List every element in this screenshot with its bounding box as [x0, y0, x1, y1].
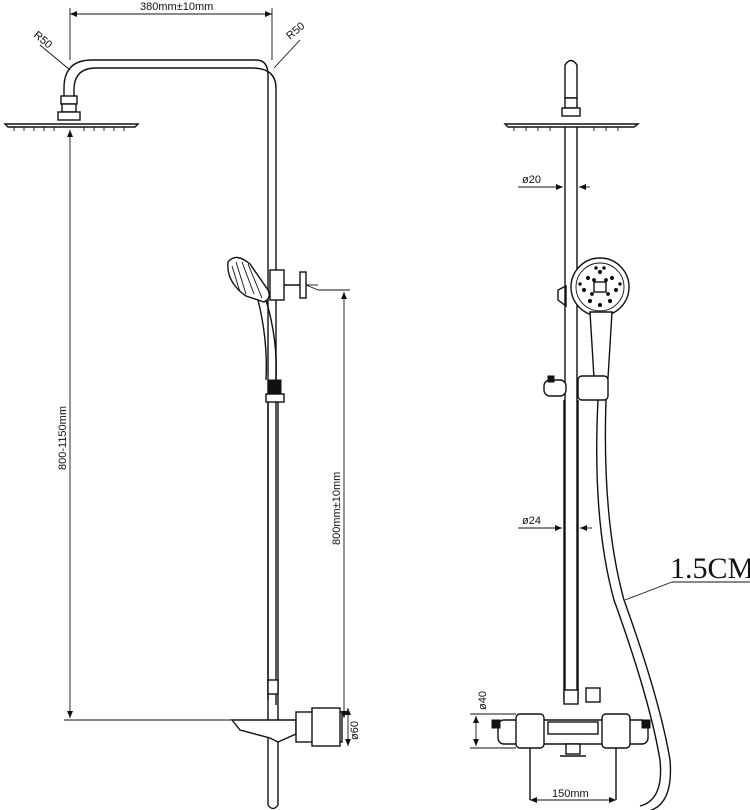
tub-spout [230, 719, 297, 743]
shower-hose [596, 399, 662, 807]
mixer-depth-label: ø60 [349, 721, 361, 740]
bar-height-label: 800mm±10mm [331, 472, 343, 545]
bend-radius-right-label: R50 [284, 20, 307, 42]
mixer-height-label: ø40 [477, 691, 489, 710]
hand-shower-handle [589, 311, 613, 379]
rain-shower-head-side [3, 123, 140, 128]
hose-length-label: 1.5CM [670, 552, 750, 585]
top-pipe [564, 59, 578, 99]
hose-connector [268, 379, 282, 395]
front-view: ø20 ø24 1.5CM [470, 59, 750, 810]
side-view: 380mm±10mm R50 R50 800-1150mm [3, 1, 361, 810]
head-connector [60, 95, 78, 105]
overhead-arm [63, 59, 269, 700]
bend-radius-left-label: R50 [31, 29, 54, 51]
slide-holder-front [577, 375, 609, 401]
slide-holder [269, 269, 285, 301]
total-height-label: 800-1150mm [57, 406, 69, 470]
inlet-spacing-label: 150mm [552, 788, 589, 800]
arm-length-label: 380mm±10mm [140, 1, 213, 13]
pipe-bottom-diameter-label: ø24 [522, 515, 541, 527]
pipe-top-diameter-label: ø20 [522, 174, 541, 186]
rain-shower-head-front [503, 123, 641, 128]
